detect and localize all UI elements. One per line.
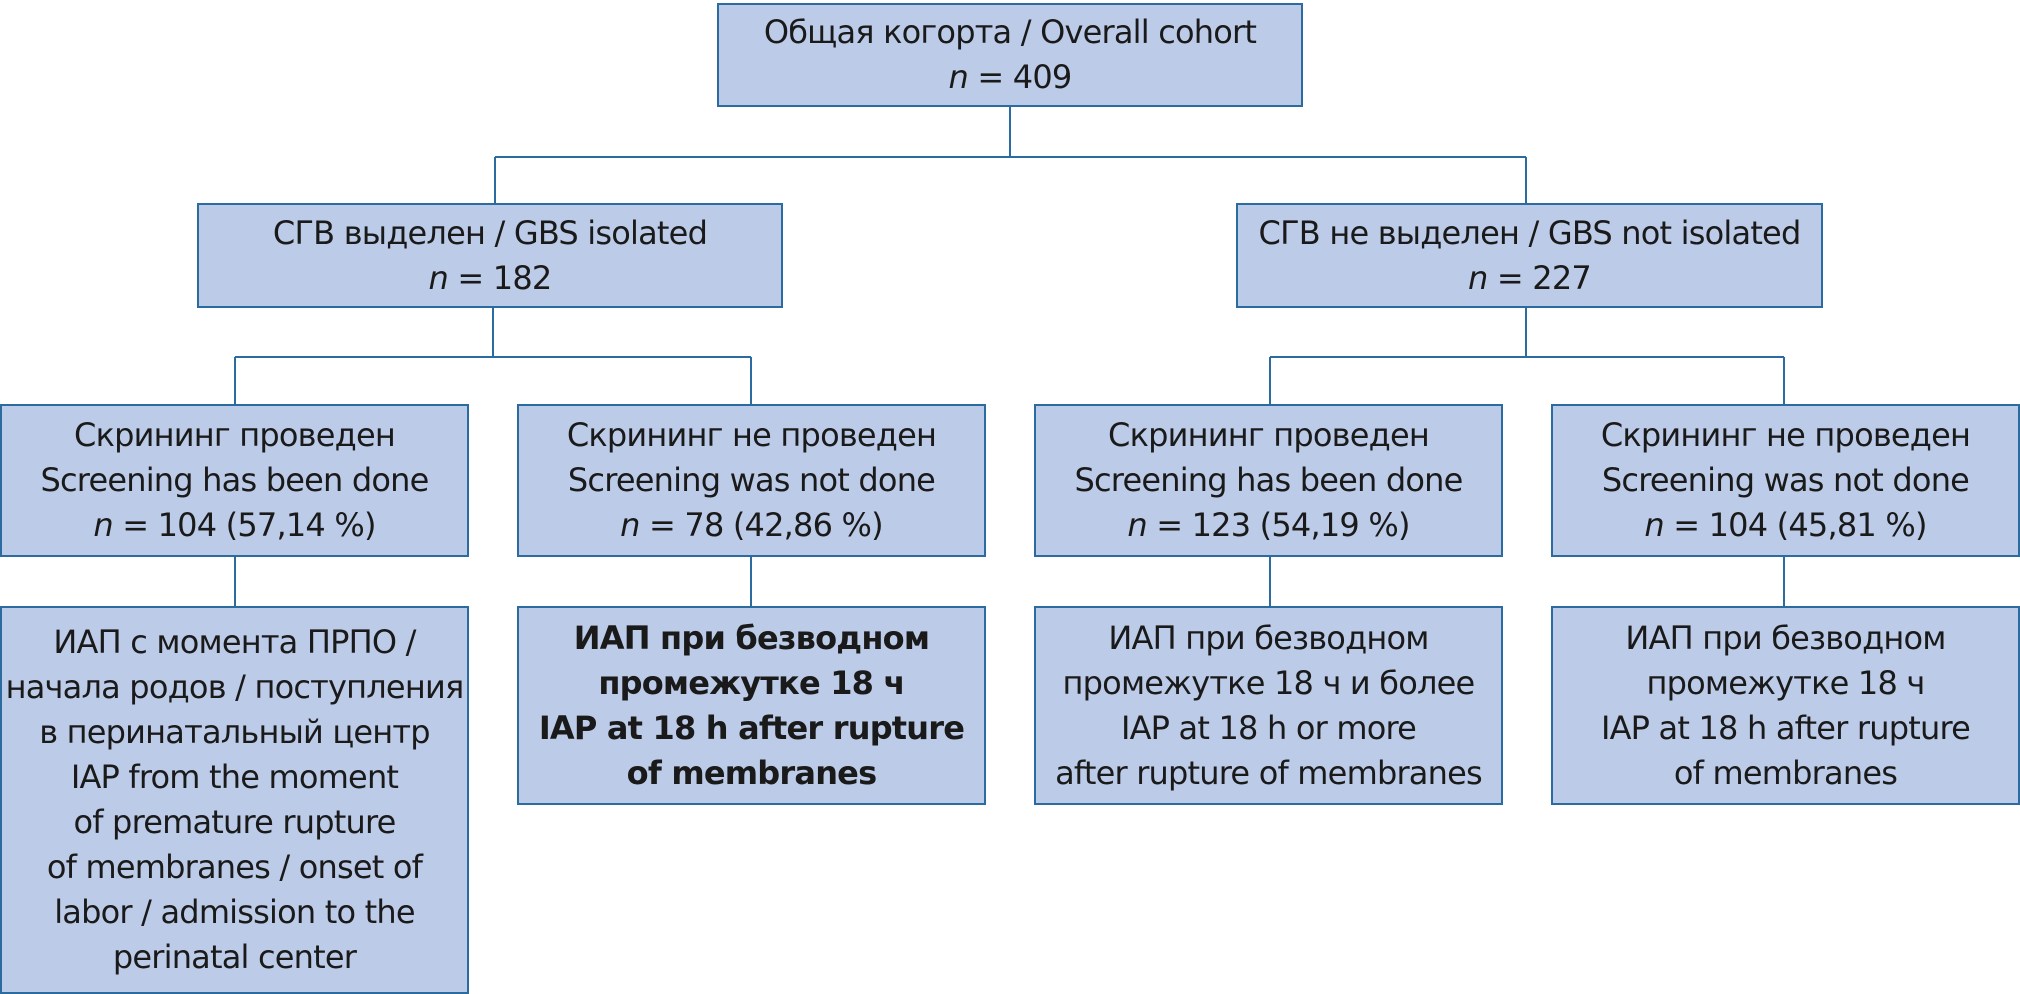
box-text-line: IAP at 18 h after rupture: [538, 708, 965, 747]
iap-outcome-box-4: ИАП при безводном промежутке 18 ч IAP at 1…: [1551, 606, 2020, 805]
box-text-line: Screening was not done: [567, 461, 936, 499]
box-text-line: IAP from the moment: [70, 758, 399, 796]
box-text-line: Скрининг проведен: [74, 416, 396, 454]
count-line: n = 104 (45,81 %): [1644, 503, 1927, 548]
n-variable: n: [93, 506, 113, 544]
box-text-line: Общая когорта / Overall cohort: [763, 13, 1257, 51]
box-text-line: perinatal center: [112, 938, 357, 976]
box-text-line: промежутке 18 ч и более: [1062, 663, 1476, 702]
box-text-line: IAP at 18 h or more: [1120, 708, 1417, 747]
gbs-not-isolated-box: СГВ не выделен / GBS not isolated n = 227: [1236, 203, 1823, 308]
box-text-line: ИАП с момента ПРПО /: [53, 623, 416, 661]
box-text-line: Screening has been done: [40, 461, 429, 499]
box-text-line: в перинатальный центр: [39, 713, 430, 751]
box-text-line: Скрининг не проведен: [566, 416, 937, 454]
n-variable: n: [1127, 506, 1147, 544]
box-text-line: IAP at 18 h after rupture: [1600, 708, 1971, 747]
box-text-line: начала родов / поступления: [5, 668, 465, 706]
box-text-line: Скрининг не проведен: [1600, 416, 1971, 454]
box-text-line: СГВ не выделен / GBS not isolated: [1258, 213, 1802, 252]
box-text-line: СГВ выделен / GBS isolated: [272, 213, 708, 252]
count-value: = 104 (45,81 %): [1663, 506, 1927, 544]
gbs-isolated-box: СГВ выделен / GBS isolated n = 182: [197, 203, 783, 308]
n-variable: n: [620, 506, 640, 544]
iap-outcome-box-2: ИАП при безводном промежутке 18 ч IAP at 1…: [517, 606, 986, 805]
box-text-line: after rupture of membranes: [1055, 753, 1483, 792]
count-value: = 78 (42,86 %): [639, 506, 884, 544]
connector-gbs-not-isolated-to-screening: [1269, 308, 1785, 404]
count-value: = 123 (54,19 %): [1146, 506, 1410, 544]
box-text-line: of premature rupture: [73, 803, 396, 841]
box-text-line: Скрининг проведен: [1108, 416, 1430, 454]
box-text-line: ИАП при безводном: [1625, 618, 1946, 657]
n-variable: n: [428, 258, 449, 297]
count-line: n = 104 (57,14 %): [93, 503, 376, 548]
box-text-line: ИАП при безводном: [1108, 618, 1429, 657]
count-value: = 104 (57,14 %): [112, 506, 376, 544]
box-text-line: of membranes / onset of: [46, 848, 423, 886]
count-line: n = 409: [948, 55, 1073, 100]
box-text-line: of membranes: [626, 753, 877, 792]
connector-gbs-isolated-to-screening: [234, 308, 752, 404]
count-line: n = 227: [1468, 256, 1592, 301]
box-text-line: ИАП при безводном: [573, 618, 930, 657]
connector-root-to-gbs: [494, 107, 1527, 203]
iap-outcome-box-1: ИАП с момента ПРПО / начала родов / посту…: [0, 606, 469, 994]
n-variable: n: [1644, 506, 1664, 544]
overall-cohort-box: Общая когорта / Overall cohort n = 409: [717, 3, 1303, 107]
count-value: = 227: [1487, 258, 1592, 297]
box-text-line: labor / admission to the: [54, 893, 415, 931]
n-variable: n: [1468, 258, 1488, 297]
count-line: n = 78 (42,86 %): [620, 503, 884, 548]
count-line: n = 182: [428, 256, 553, 301]
box-text-line: Screening was not done: [1601, 461, 1970, 499]
iap-outcome-box-3: ИАП при безводном промежутке 18 ч и более…: [1034, 606, 1503, 805]
box-text-line: Screening has been done: [1074, 461, 1463, 499]
count-line: n = 123 (54,19 %): [1127, 503, 1410, 548]
box-text-line: of membranes: [1673, 753, 1898, 792]
box-text-line: промежутке 18 ч: [598, 663, 905, 702]
n-variable: n: [948, 58, 969, 96]
count-value: = 182: [448, 258, 552, 297]
count-value: = 409: [968, 58, 1072, 96]
box-text-line: промежутке 18 ч: [1646, 663, 1925, 702]
